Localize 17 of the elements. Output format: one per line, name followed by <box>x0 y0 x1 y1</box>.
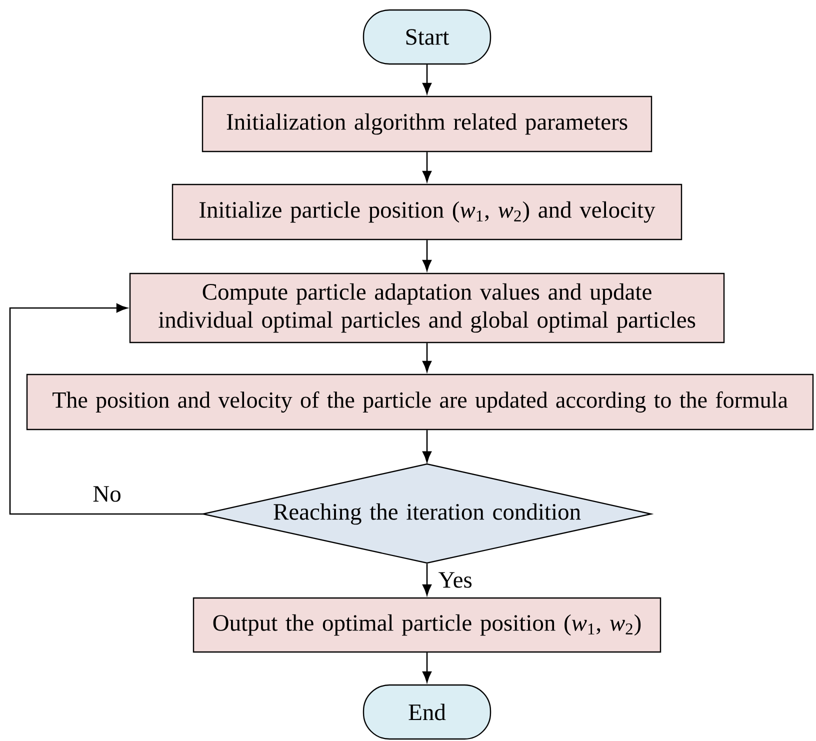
arrow <box>422 152 432 182</box>
arrow <box>422 343 432 372</box>
arrow <box>9 304 203 515</box>
process-box: Output the optimal particle position (w$_{1}$, w$_{2}$) <box>192 597 662 653</box>
arrow <box>422 64 432 94</box>
edge-label: Yes <box>438 572 472 588</box>
process-box: Compute particle adaptation values and update individual optimal particles and global optimal particles <box>129 272 725 344</box>
terminal-box: End <box>362 684 492 740</box>
arrow <box>422 430 432 462</box>
edge-label: No <box>93 486 120 502</box>
arrow <box>422 652 432 682</box>
arrow <box>422 240 432 271</box>
process-box: Initialize particle position (w$_{1}$, w$_{2}$) and velocity <box>172 184 682 240</box>
terminal-box: Start <box>362 9 492 65</box>
arrow <box>422 564 432 596</box>
process-box: Initialization algorithm related parameters <box>202 96 652 152</box>
process-box: The position and velocity of the particle are updated according to the formula <box>26 374 814 430</box>
